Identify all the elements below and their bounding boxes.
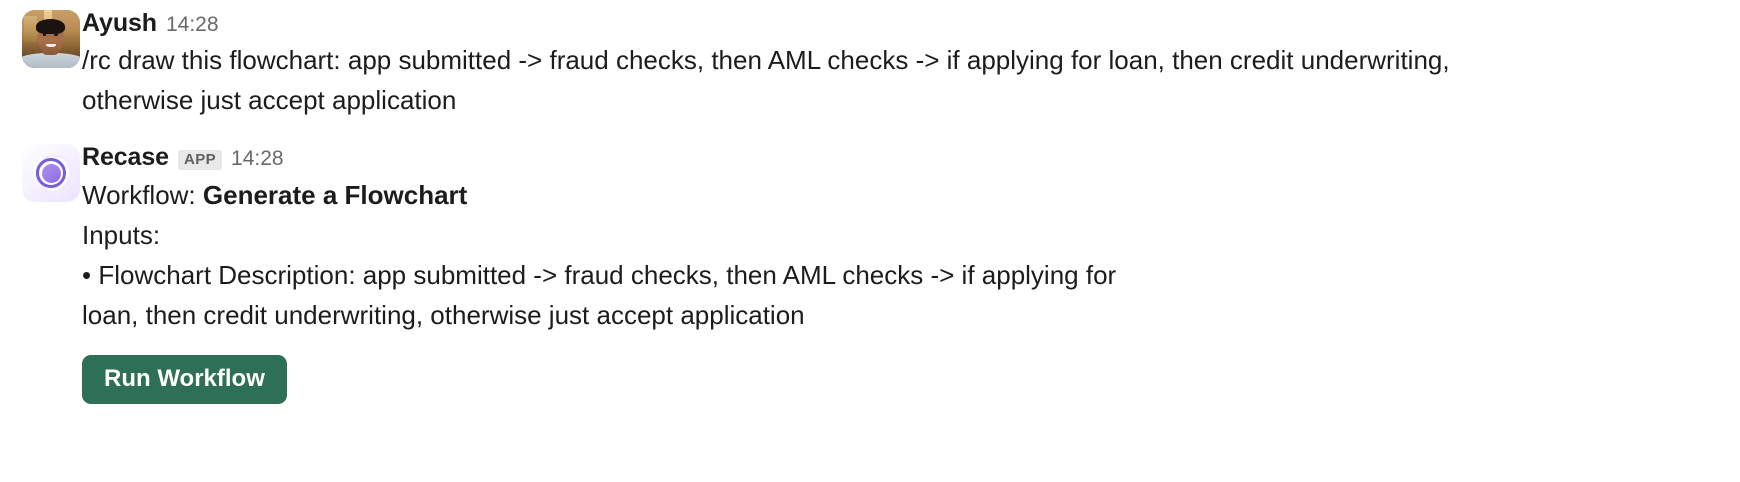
avatar-photo-shirt	[22, 52, 80, 68]
message-timestamp[interactable]: 14:28	[165, 13, 219, 36]
avatar-photo-hair	[35, 18, 66, 34]
input-item-line-1: • Flowchart Description: app submitted -…	[82, 255, 1116, 295]
ring-outer-icon	[33, 154, 75, 194]
button-row: Run Workflow	[82, 355, 1116, 404]
avatar-photo-eye-right	[54, 33, 58, 36]
message-body: Ayush 14:28 /rc draw this flowchart: app…	[82, 10, 1450, 120]
ring-core-icon	[41, 163, 61, 183]
message-text-line-2: otherwise just accept application	[82, 85, 457, 115]
message-timestamp[interactable]: 14:28	[231, 147, 284, 170]
workflow-name: Generate a Flowchart	[202, 180, 468, 210]
input-item-line-2: loan, then credit underwriting, otherwis…	[82, 300, 805, 330]
bullet-icon: •	[82, 260, 92, 290]
app-badge: APP	[177, 150, 223, 170]
inputs-label: Inputs:	[82, 220, 161, 250]
input-item-text-1: Flowchart Description: app submitted -> …	[98, 260, 1117, 290]
recase-app-avatar[interactable]	[22, 144, 80, 202]
message-body: Recase APP 14:28 Workflow: Generate a Fl…	[82, 144, 1116, 404]
message-bot: Recase APP 14:28 Workflow: Generate a Fl…	[0, 144, 1116, 404]
avatar-photo-mouth	[46, 43, 56, 48]
workflow-line: Workflow: Generate a Flowchart	[82, 175, 1116, 215]
ring-mid-icon	[36, 158, 66, 188]
message-text-line-1: /rc draw this flowchart: app submitted -…	[82, 45, 1450, 75]
run-workflow-button[interactable]: Run Workflow	[82, 355, 287, 404]
message-meta: Ayush 14:28	[82, 11, 1450, 36]
message-user: Ayush 14:28 /rc draw this flowchart: app…	[0, 10, 1450, 120]
avatar-slot	[0, 10, 82, 68]
avatar-photo-eye-left	[42, 33, 47, 36]
message-author-name[interactable]: Recase	[82, 143, 169, 171]
workflow-label: Workflow:	[82, 180, 196, 210]
message-meta: Recase APP 14:28	[82, 145, 1116, 171]
message-author-name[interactable]: Ayush	[82, 9, 157, 37]
ayush-avatar[interactable]	[22, 10, 80, 68]
avatar-slot	[0, 144, 82, 202]
